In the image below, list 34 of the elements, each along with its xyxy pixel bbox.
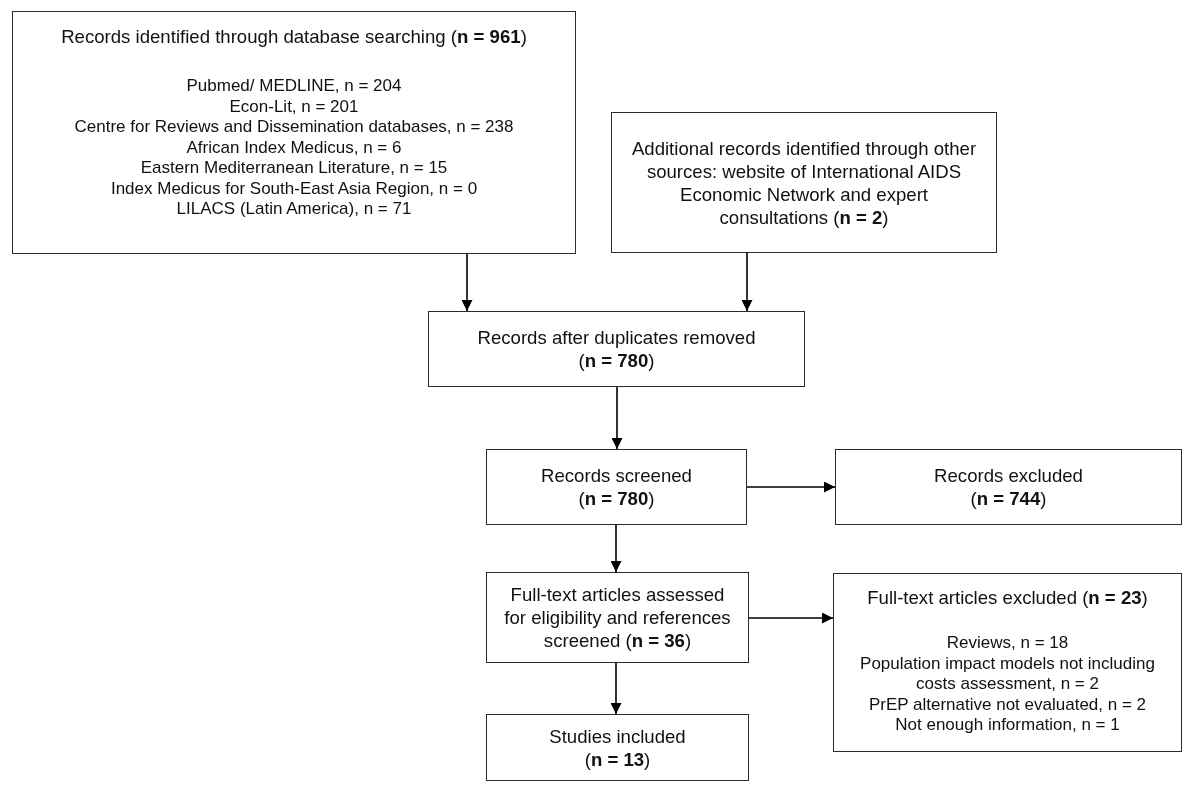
arrow	[741, 252, 753, 312]
list-item: Eastern Mediterranean Literature, n = 15	[140, 158, 448, 179]
arrow	[611, 386, 623, 450]
box-heading: Records identified through database searching (n = 961)	[61, 25, 527, 48]
process-box	[833, 573, 1182, 752]
box-text: Studies included (n = 13)	[548, 724, 687, 771]
process-box	[12, 11, 576, 254]
process-box	[486, 449, 747, 525]
list-item: Not enough information, n = 1	[895, 715, 1120, 736]
list-item: Centre for Reviews and Dissemination databases, n = 238	[74, 117, 514, 138]
arrow	[610, 662, 622, 715]
box-text: Records screened (n = 780)	[540, 464, 693, 510]
list-item: PrEP alternative not evaluated, n = 2	[868, 694, 1147, 715]
list-item: Pubmed/ MEDLINE, n = 204	[186, 76, 402, 97]
arrow	[610, 524, 622, 573]
process-box	[486, 714, 749, 781]
list-item: African Index Medicus, n = 6	[186, 137, 402, 158]
process-box	[835, 449, 1182, 525]
list-item: Population impact models not including costs assessment, n = 2	[859, 653, 1156, 695]
list-item: Reviews, n = 18	[946, 633, 1069, 654]
process-box	[611, 112, 997, 253]
list-item: Index Medicus for South-East Asia Region, n = 0	[110, 178, 478, 199]
list-item: LILACS (Latin America), n = 71	[176, 199, 412, 220]
process-box	[428, 311, 805, 387]
box-text: Records after duplicates removed (n = 780)	[476, 326, 757, 372]
box-text: Records excluded (n = 744)	[933, 464, 1084, 510]
box-text: Full-text articles assessed for eligibility and references screened (n = 36)	[503, 583, 732, 652]
arrow	[748, 612, 834, 624]
box-text: Additional records identified through other sources: website of International AIDS Economic Network and expert consultations (n = 2)	[630, 136, 978, 229]
list-item: Econ-Lit, n = 201	[229, 96, 359, 117]
process-box	[486, 572, 749, 663]
box-heading: Full-text articles excluded (n = 23)	[867, 586, 1148, 609]
arrow	[461, 253, 473, 312]
arrow	[746, 481, 836, 493]
